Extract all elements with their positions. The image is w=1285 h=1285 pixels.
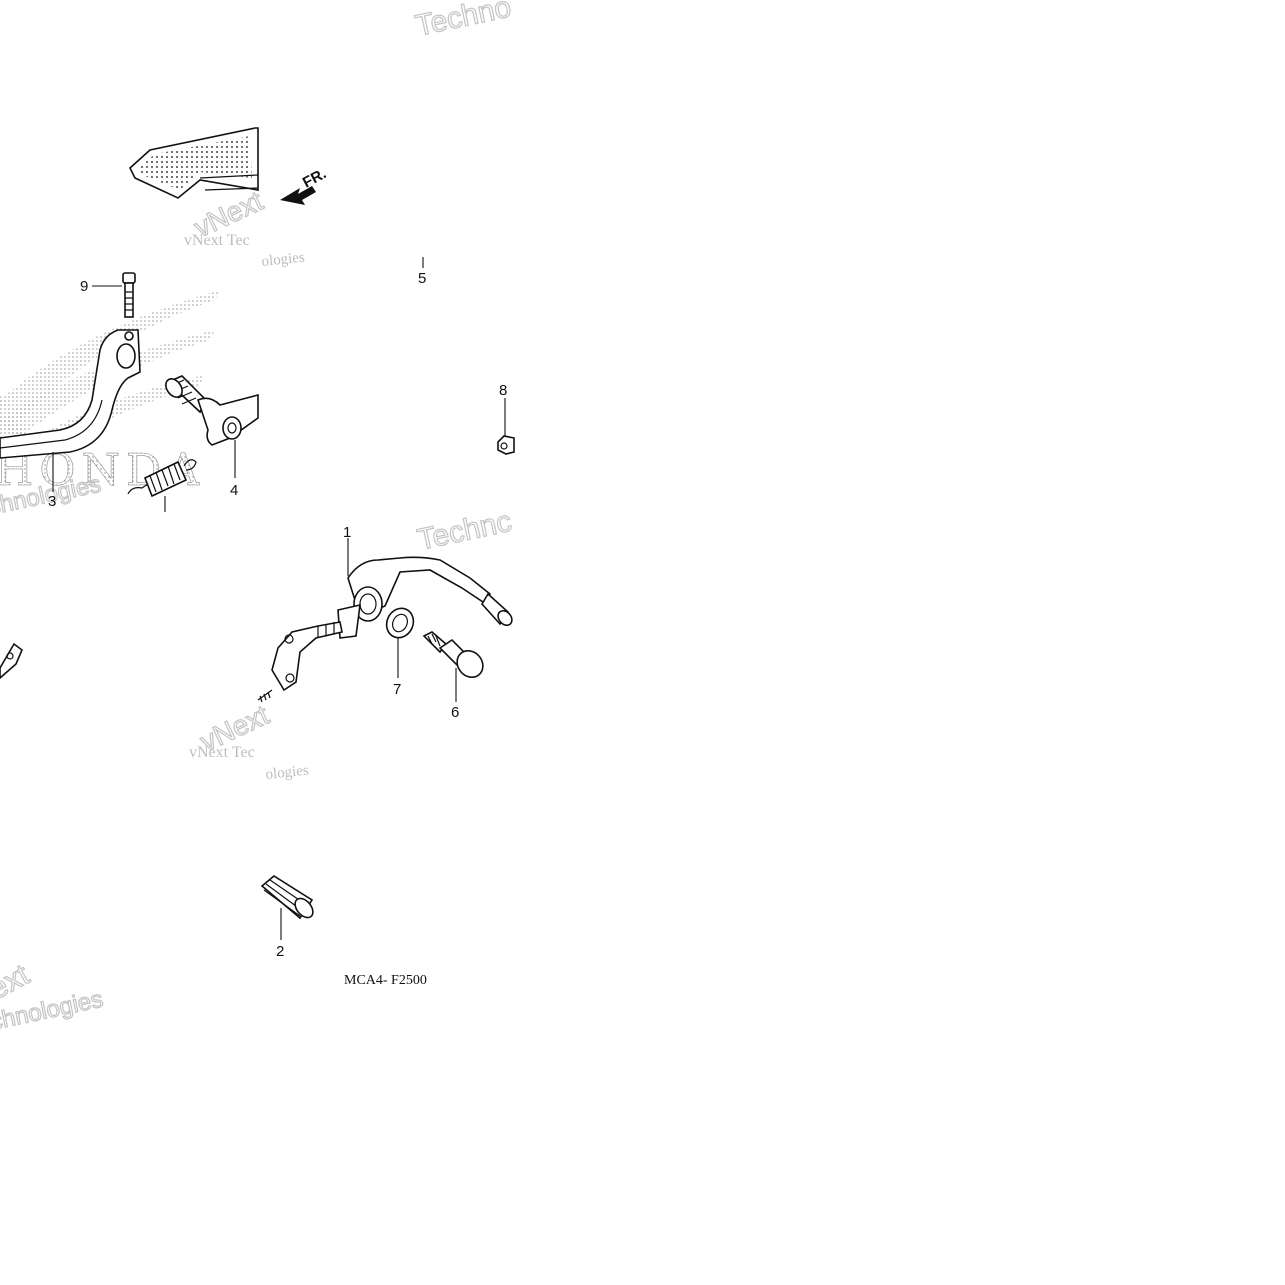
callout-3: 3	[48, 493, 56, 510]
washer-part-7	[385, 607, 415, 639]
nut-part-8	[497, 435, 515, 455]
bracket-fragment	[0, 642, 23, 680]
watermark-technologies-top: Techno	[413, 0, 514, 43]
brake-pedal-arm-part-3	[0, 329, 141, 459]
brake-pedal-pad	[129, 127, 259, 199]
callout-6: 6	[451, 704, 459, 721]
callout-7: 7	[393, 681, 401, 698]
watermark-vnext-tec-top: vNext Tec	[184, 232, 250, 249]
callout-1: 1	[343, 524, 351, 541]
callout-2: 2	[276, 943, 284, 960]
callout-5: 5	[418, 270, 426, 287]
watermark-ologies-bottom: ologies	[265, 763, 310, 783]
callout-9: 9	[80, 278, 88, 295]
callout-4: 4	[230, 482, 238, 499]
return-spring	[127, 459, 197, 498]
front-direction-arrow: FR.	[280, 165, 329, 205]
watermark-technologies-mid: Technc	[415, 505, 515, 557]
clevis-rod-assembly	[257, 621, 343, 703]
watermark-ologies-top: ologies	[261, 250, 306, 270]
bolt-part-9	[122, 272, 136, 318]
diagram-code: MCA4- F2500	[344, 973, 427, 988]
callout-8: 8	[499, 382, 507, 399]
watermark-vnext-tec-bottom: vNext Tec	[189, 744, 255, 761]
link-arm-part-1	[337, 556, 513, 639]
watermark-ext-bottom: ext	[0, 958, 35, 1006]
pivot-shaft-part-4	[165, 375, 259, 446]
pedal-rubber-part-2	[260, 875, 314, 920]
pivot-bolt-part-6	[422, 631, 484, 679]
direction-label: FR.	[300, 165, 329, 191]
